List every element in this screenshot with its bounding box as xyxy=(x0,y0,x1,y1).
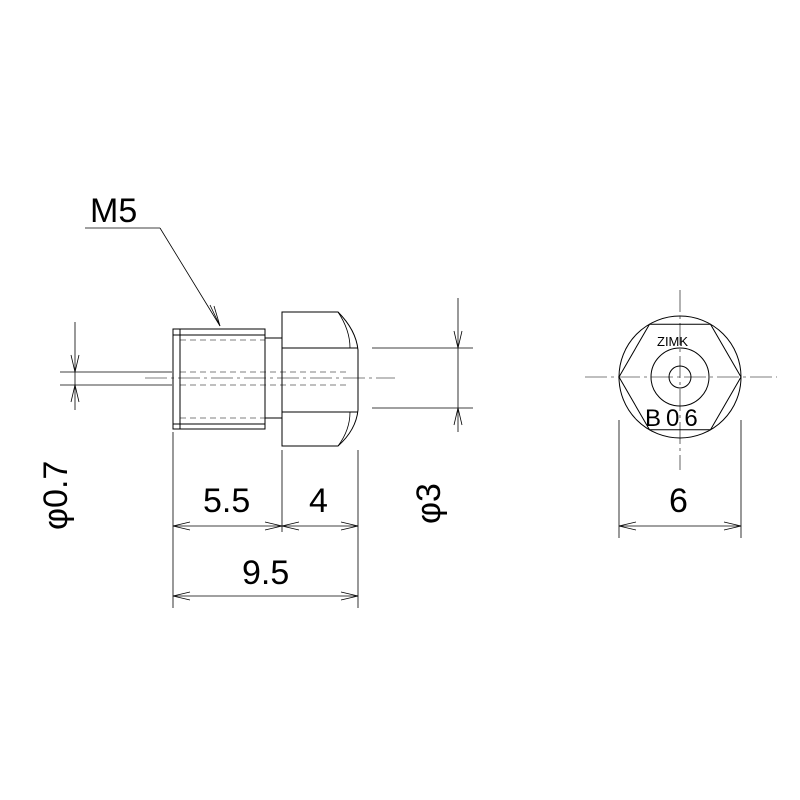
thread-length-label: 5.5 xyxy=(203,482,250,520)
orifice-dimension: φ0.7 xyxy=(37,322,172,530)
thread-callout: M5 xyxy=(85,192,221,327)
nozzle-marking: B06 xyxy=(645,405,703,432)
hex-length-label: 4 xyxy=(309,482,328,520)
hex-width-label: 6 xyxy=(669,482,688,520)
maker-mark: ZIMK xyxy=(657,334,688,349)
hex-width-dimension: 6 xyxy=(618,482,742,531)
total-length-label: 9.5 xyxy=(242,554,289,592)
end-view: ZIMK B06 xyxy=(585,290,777,470)
orifice-diameter-label: φ0.7 xyxy=(37,461,75,530)
thread-body xyxy=(172,328,266,430)
thread-label: M5 xyxy=(90,192,137,230)
hex-head xyxy=(281,311,359,447)
bore-diameter-label: φ3 xyxy=(410,483,448,524)
total-length-dimension: 9.5 xyxy=(172,554,359,601)
bore-dimension: φ3 xyxy=(372,298,473,524)
side-view xyxy=(145,311,395,447)
length-dimensions: 5.5 4 xyxy=(172,482,359,531)
